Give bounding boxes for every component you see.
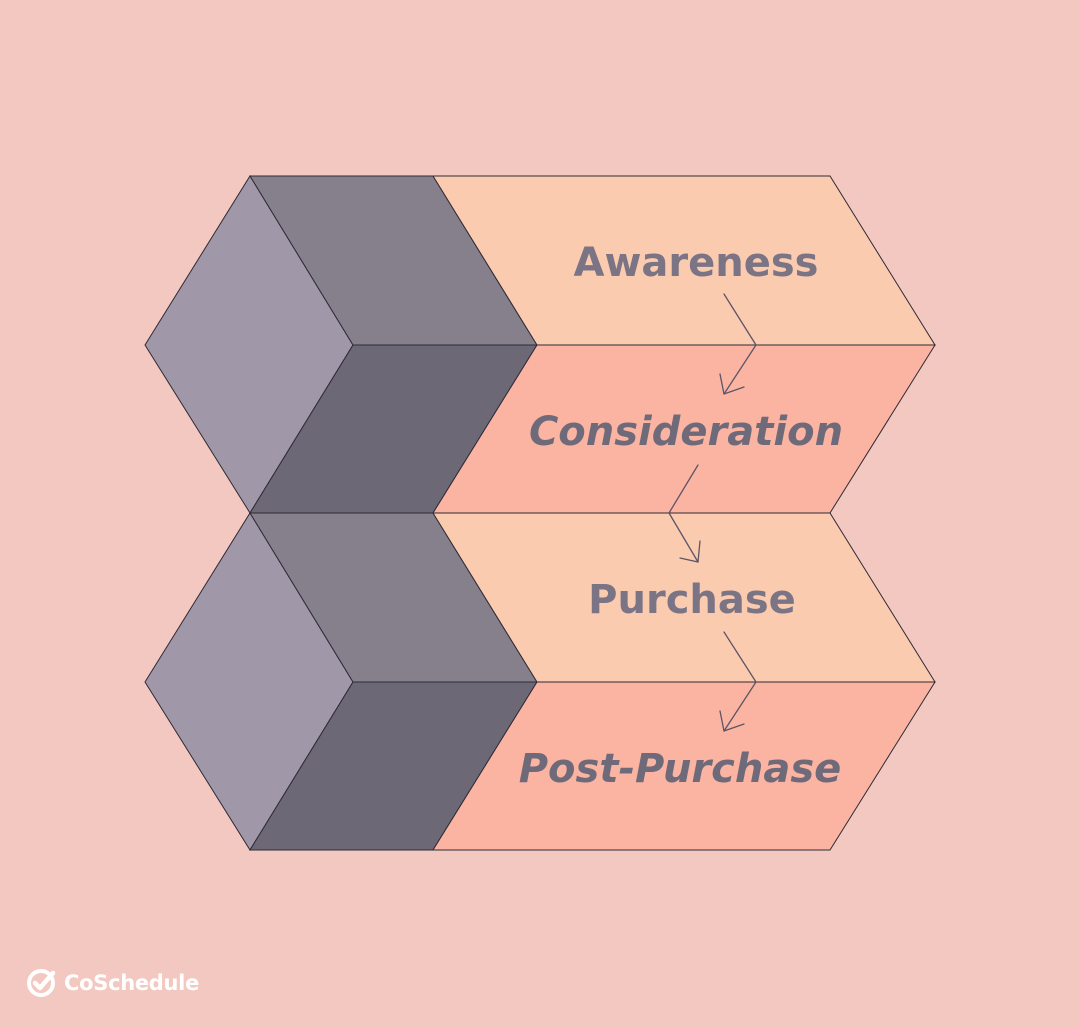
coschedule-check-icon	[27, 969, 56, 997]
stage-label-post-purchase: Post-Purchase	[519, 746, 842, 792]
stage-label-purchase: Purchase	[588, 577, 796, 623]
stage-label-consideration: Consideration	[529, 409, 843, 455]
arrow-purchase-to-post-purchase	[719, 631, 757, 732]
arrow-awareness-to-consideration	[719, 293, 757, 395]
block-bottom	[144, 512, 936, 851]
block-top	[144, 175, 936, 514]
brand-name: CoSchedule	[64, 971, 200, 995]
arrow-consideration-to-purchase	[668, 464, 701, 563]
brand-logo: CoSchedule	[26, 968, 199, 998]
band-post-purchase	[432, 681, 936, 851]
stage-label-awareness: Awareness	[574, 240, 819, 286]
